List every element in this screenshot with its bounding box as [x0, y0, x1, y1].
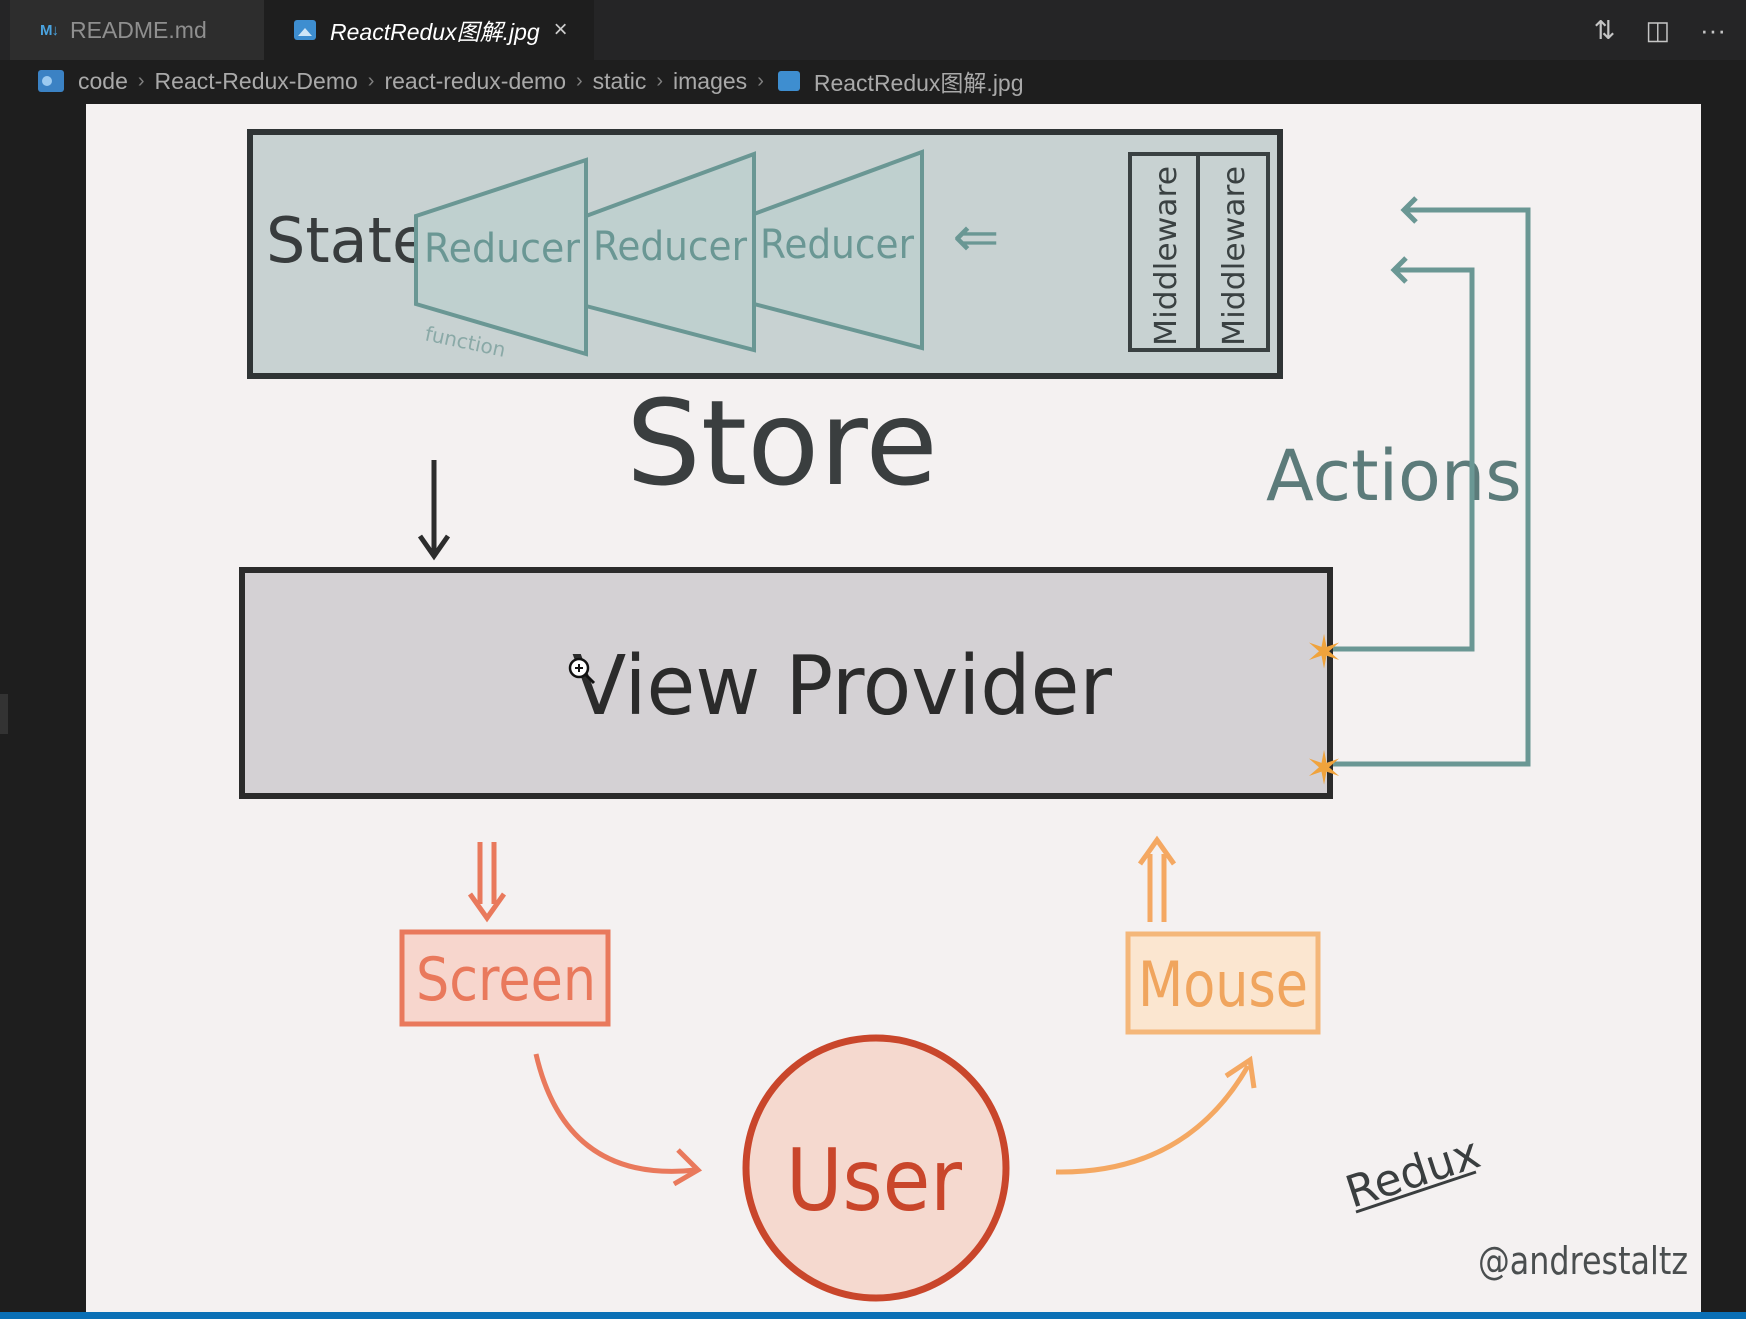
- actions-label: Actions: [1266, 435, 1522, 517]
- open-changes-icon[interactable]: ⇅: [1593, 14, 1616, 45]
- double-arrow-left-icon: ⇐: [953, 205, 1000, 268]
- redux-signature: Redux: [1340, 1127, 1487, 1218]
- breadcrumb: code › React-Redux-Demo › react-redux-de…: [0, 60, 1746, 102]
- arrowhead-left-icon: [1390, 256, 1408, 284]
- signature-underline: [1355, 1170, 1477, 1214]
- user-to-mouse-arrow: [1055, 1064, 1251, 1175]
- arrowhead-right-icon: [672, 1148, 703, 1187]
- user-circle: [742, 1034, 1010, 1302]
- image-file-icon: [294, 20, 316, 40]
- editor-gutter: [0, 102, 86, 1312]
- author-credit: @andrestaltz: [1478, 1239, 1688, 1283]
- reducer-shape: [752, 149, 924, 351]
- action-arrow: [1332, 207, 1531, 767]
- reducer-shape: [584, 151, 756, 353]
- arrowhead-down-icon: [467, 892, 507, 923]
- chevron-right-icon: ›: [137, 69, 145, 92]
- gutter-marker: [0, 694, 8, 734]
- state-label: State: [266, 204, 430, 277]
- middleware-box: [1196, 152, 1270, 352]
- folder-icon: [38, 70, 64, 92]
- store-label: Store: [626, 374, 938, 512]
- tab-label: ReactRedux图解.jpg: [330, 19, 540, 45]
- tab-label: README.md: [70, 16, 207, 43]
- chevron-right-icon: ›: [367, 69, 375, 92]
- reducer-label: Reducer: [424, 226, 581, 272]
- image-file-icon: [777, 71, 800, 91]
- breadcrumb-item[interactable]: React-Redux-Demo: [154, 67, 358, 94]
- chevron-right-icon: ›: [656, 69, 664, 92]
- tab-reactredux-jpg[interactable]: ReactRedux图解.jpg ×: [264, 0, 594, 60]
- reducer-shape: [414, 157, 588, 357]
- tab-readme[interactable]: M↓ README.md: [10, 0, 264, 60]
- breadcrumb-item[interactable]: ReactRedux图解.jpg: [813, 70, 1024, 96]
- editor-actions: ⇅ ◫ ···: [1594, 0, 1746, 60]
- markdown-icon: M↓: [40, 21, 59, 39]
- middleware-box: [1128, 152, 1200, 352]
- view-provider-box: [239, 567, 1333, 799]
- status-bar-edge: [0, 1312, 1746, 1319]
- breadcrumb-item[interactable]: static: [592, 67, 647, 94]
- breadcrumb-item[interactable]: react-redux-demo: [384, 67, 566, 94]
- arrowhead-down-icon: [417, 534, 451, 561]
- screen-box: [399, 929, 611, 1027]
- split-editor-icon[interactable]: ◫: [1645, 14, 1671, 45]
- user-label: User: [786, 1131, 963, 1231]
- arrowhead-up-icon: [1137, 835, 1177, 866]
- mouse-box: [1125, 931, 1321, 1035]
- screen-label: Screen: [416, 945, 596, 1015]
- screen-to-user-arrow: [533, 1053, 697, 1174]
- middleware-label: Middleware: [1217, 166, 1252, 346]
- arrowhead-up-icon: [1224, 1055, 1257, 1089]
- zoom-in-icon-handle: [584, 673, 596, 685]
- breadcrumb-item[interactable]: code: [78, 67, 128, 94]
- breadcrumb-item[interactable]: images: [673, 67, 748, 94]
- star-icon: ✶: [1305, 626, 1344, 678]
- tab-bar: M↓ README.md ReactRedux图解.jpg × ⇅ ◫ ···: [0, 0, 1746, 60]
- redux-diagram: State Reducer Reducer Reducer function ⇐…: [239, 129, 1688, 1302]
- view-provider-label: View Provider: [572, 639, 1112, 734]
- image-preview[interactable]: State Reducer Reducer Reducer function ⇐…: [86, 104, 1701, 1312]
- reducer-label: Reducer: [593, 224, 748, 270]
- action-arrow: [1332, 267, 1475, 652]
- mouse-label: Mouse: [1138, 948, 1308, 1021]
- chevron-right-icon: ›: [757, 69, 764, 92]
- chevron-right-icon: ›: [576, 69, 583, 92]
- close-icon[interactable]: ×: [553, 16, 568, 43]
- arrowhead-left-icon: [1400, 196, 1418, 224]
- middleware-label: Middleware: [1149, 166, 1184, 346]
- reducer-label: Reducer: [760, 222, 915, 268]
- star-icon: ✶: [1305, 742, 1344, 794]
- more-actions-icon[interactable]: ···: [1700, 14, 1726, 45]
